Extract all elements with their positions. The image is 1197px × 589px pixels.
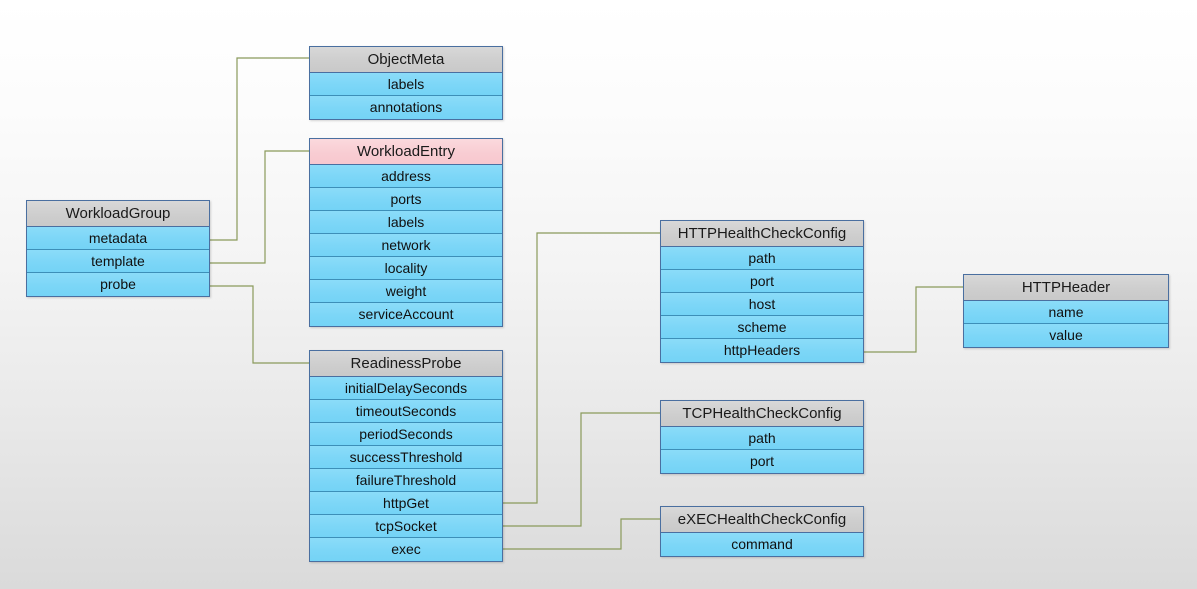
entity-field[interactable]: metadata [27, 227, 209, 250]
entity-field[interactable]: failureThreshold [310, 469, 502, 492]
entity-field[interactable]: successThreshold [310, 446, 502, 469]
entity-field[interactable]: exec [310, 538, 502, 561]
entity-field[interactable]: httpHeaders [661, 339, 863, 362]
connector-metadata-to-object-meta [210, 57, 309, 241]
entity-field[interactable]: periodSeconds [310, 423, 502, 446]
entity-field[interactable]: locality [310, 257, 502, 280]
entity-field[interactable]: host [661, 293, 863, 316]
entity-field[interactable]: scheme [661, 316, 863, 339]
entity-title-workload-group: WorkloadGroup [27, 201, 209, 227]
entity-field[interactable]: tcpSocket [310, 515, 502, 538]
entity-field[interactable]: path [661, 427, 863, 450]
entity-field[interactable]: path [661, 247, 863, 270]
entity-field[interactable]: annotations [310, 96, 502, 119]
entity-field[interactable]: address [310, 165, 502, 188]
connector-tcpsocket-to-tcp-health [503, 412, 660, 527]
entity-field[interactable]: labels [310, 211, 502, 234]
entity-title-readiness-probe: ReadinessProbe [310, 351, 502, 377]
entity-field[interactable]: network [310, 234, 502, 257]
entity-field[interactable]: template [27, 250, 209, 273]
connector-probe-to-readiness-probe [210, 285, 309, 364]
entity-title-http-header: HTTPHeader [964, 275, 1168, 301]
entity-field[interactable]: ports [310, 188, 502, 211]
entity-field[interactable]: probe [27, 273, 209, 296]
connector-httpheaders-to-http-header [864, 286, 963, 353]
entity-field[interactable]: initialDelaySeconds [310, 377, 502, 400]
connector-httpget-to-http-health [503, 232, 660, 504]
entity-field[interactable]: port [661, 450, 863, 473]
entity-field[interactable]: serviceAccount [310, 303, 502, 326]
entity-title-object-meta: ObjectMeta [310, 47, 502, 73]
entity-field[interactable]: port [661, 270, 863, 293]
entity-field[interactable]: value [964, 324, 1168, 347]
connector-exec-to-exec-health [503, 518, 660, 550]
entity-field[interactable]: command [661, 533, 863, 556]
entity-title-exec-health-check-config: eXECHealthCheckConfig [661, 507, 863, 533]
entity-field[interactable]: httpGet [310, 492, 502, 515]
entity-title-workload-entry: WorkloadEntry [310, 139, 502, 165]
entity-field[interactable]: name [964, 301, 1168, 324]
entity-field[interactable]: labels [310, 73, 502, 96]
entity-field[interactable]: timeoutSeconds [310, 400, 502, 423]
entity-field[interactable]: weight [310, 280, 502, 303]
entity-title-http-health-check-config: HTTPHealthCheckConfig [661, 221, 863, 247]
connector-template-to-workload-entry [210, 150, 309, 264]
entity-title-tcp-health-check-config: TCPHealthCheckConfig [661, 401, 863, 427]
